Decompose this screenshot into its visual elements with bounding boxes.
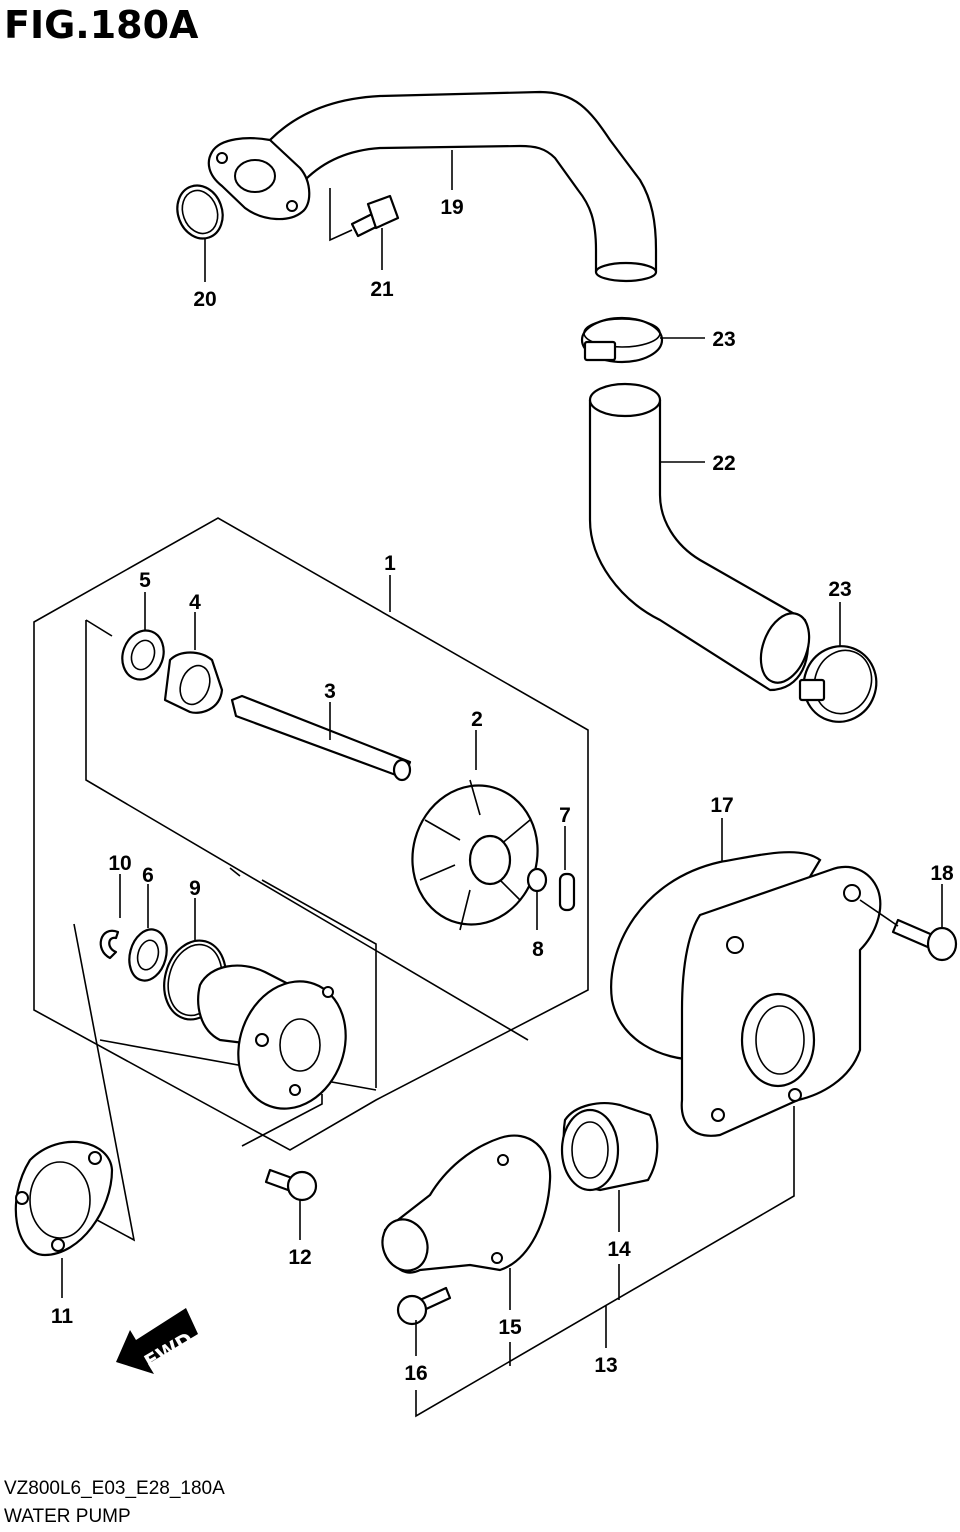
callout-20: 20 xyxy=(193,288,216,311)
pump-case xyxy=(197,964,347,1110)
callout-15: 15 xyxy=(498,1316,522,1339)
figure-name: WATER PUMP xyxy=(4,1506,131,1527)
fwd-arrow: FWD xyxy=(116,1308,198,1374)
part-12-screw xyxy=(264,1168,318,1202)
part-15-cover xyxy=(381,1134,552,1274)
callout-12: 12 xyxy=(288,1246,311,1269)
part-5-oil-seal xyxy=(121,629,165,681)
callout-18: 18 xyxy=(930,862,954,885)
part-19-pipe xyxy=(207,90,658,283)
part-11-gasket xyxy=(14,1140,114,1257)
callout-23-lower: 23 xyxy=(828,578,851,601)
part-16-screw xyxy=(396,1286,452,1326)
part-20-o-ring xyxy=(176,184,224,240)
callout-22: 22 xyxy=(712,452,735,475)
callout-4: 4 xyxy=(189,591,201,614)
part-7-pin xyxy=(558,872,576,912)
callout-11: 11 xyxy=(51,1305,74,1328)
part-23-clamp-lower xyxy=(798,645,878,723)
leader-lines xyxy=(61,150,943,1418)
part-14-thermostat xyxy=(560,1102,659,1192)
part-2-impeller xyxy=(411,779,539,931)
part-23-clamp-upper xyxy=(580,316,664,364)
part-21-bolt xyxy=(329,188,400,242)
assembly-box-1 xyxy=(33,517,589,1151)
callout-6: 6 xyxy=(142,864,154,887)
callout-9: 9 xyxy=(189,877,201,900)
figure-title: FIG.180A xyxy=(4,3,199,47)
callout-3: 3 xyxy=(324,680,336,703)
callout-8: 8 xyxy=(532,938,544,961)
callout-21: 21 xyxy=(370,278,394,301)
callout-1: 1 xyxy=(384,552,396,575)
callout-17: 17 xyxy=(710,794,733,817)
callout-labels: 1 2 3 4 5 6 7 8 9 10 11 12 13 14 15 16 1… xyxy=(51,196,954,1385)
part-22-hose xyxy=(588,382,811,692)
part-8-washer xyxy=(526,867,548,893)
callout-2: 2 xyxy=(471,708,483,731)
callout-10: 10 xyxy=(108,852,131,875)
callout-14: 14 xyxy=(607,1238,631,1261)
part-17-gasket xyxy=(610,851,822,1062)
part-6-bearing xyxy=(128,928,168,982)
part-3-shaft xyxy=(230,694,412,782)
callout-23-upper: 23 xyxy=(712,328,735,351)
part-18-bolt xyxy=(859,899,958,962)
callout-7: 7 xyxy=(559,804,571,827)
part-10-circlip xyxy=(99,929,120,960)
callout-16: 16 xyxy=(404,1362,427,1385)
thermostat-case xyxy=(680,865,882,1137)
callout-5: 5 xyxy=(139,569,151,592)
model-code: VZ800L6_E03_E28_180A xyxy=(4,1478,225,1499)
callout-19: 19 xyxy=(440,196,463,219)
callout-13: 13 xyxy=(594,1354,617,1377)
part-4-mechanical-seal xyxy=(163,651,224,714)
